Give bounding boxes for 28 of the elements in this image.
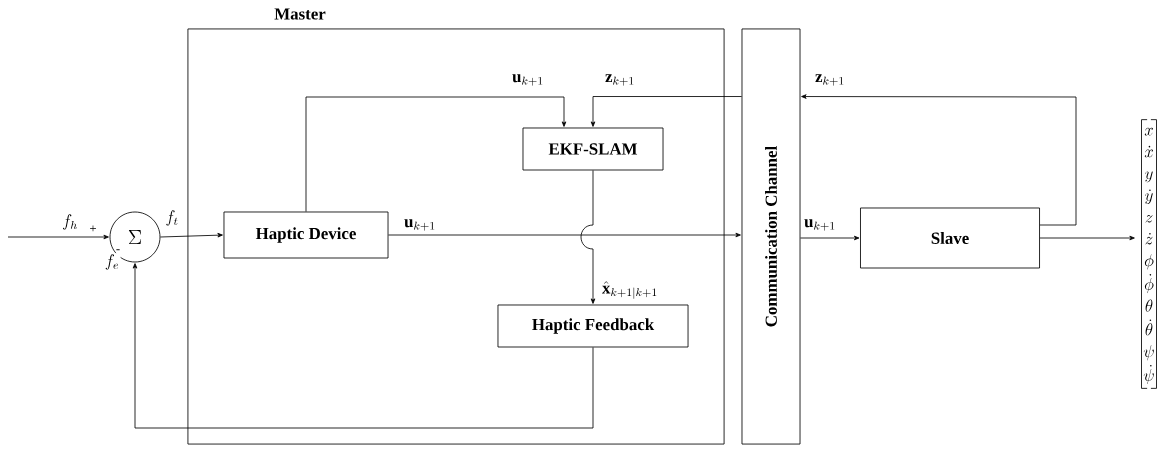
state-vector: $x$ $\dot{x}$ $y$ $\dot{y}$ $z$ $\dot{z}$ $\phi$ $\dot{\phi}$ $\theta$ $\dot{\theta}$ $\psi$ $\dot{\psi}$ [1141, 119, 1157, 389]
process-box: Slave [860, 207, 1040, 269]
arrow [160, 232, 223, 238]
edge-label: $\mathbf{u}_{k+1}$ [510, 72, 546, 88]
process-box: Haptic Device [223, 211, 389, 259]
sign-label: - [116, 249, 120, 251]
arrow [388, 232, 741, 238]
process-box: Haptic Feedback [497, 304, 689, 348]
arrow [800, 235, 860, 241]
arrow [7, 234, 109, 240]
arrow [801, 94, 1077, 226]
edge-label: $f_e$ [103, 253, 121, 271]
node-label: Master [274, 8, 326, 20]
channel-box: Communication Channel [741, 28, 801, 445]
edge-label: $\mathbf{z}_{k+1}$ [813, 72, 847, 88]
arrow [132, 263, 594, 429]
edge-label: $f_t$ [164, 209, 180, 227]
arrow [580, 170, 596, 304]
arrow [1039, 235, 1135, 241]
edge-label: $\mathbf{u}_{k+1}$ [802, 217, 838, 233]
edge-label: $f_h$ [60, 213, 80, 231]
process-box: EKF-SLAM [522, 127, 664, 171]
edge-label: $\mathbf{z}_{k+1}$ [603, 72, 637, 88]
arrow [590, 96, 742, 127]
edge-label: $\hat{\mathbf{x}}_{k+1|k+1}$ [600, 279, 660, 301]
edge-label: $\mathbf{u}_{k+1}$ [402, 217, 438, 233]
sign-label: + [90, 225, 96, 232]
arrow [305, 96, 567, 212]
